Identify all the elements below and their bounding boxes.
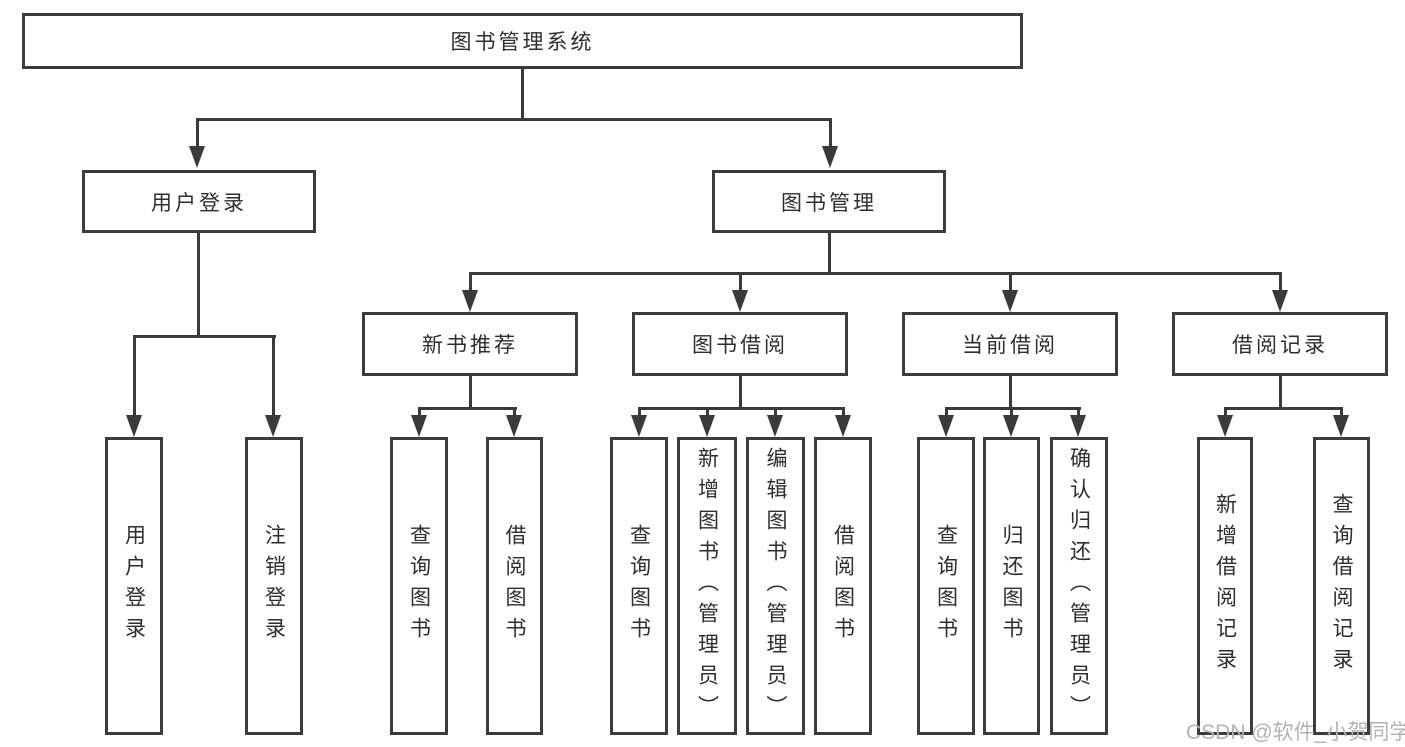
arrowhead-down-icon (767, 415, 783, 437)
arrowhead-down-icon (265, 415, 281, 437)
watermark: CSDN @软件_小贺同学 (1186, 721, 1405, 744)
leaf-records-query-label: 查询借阅记录 (1330, 493, 1353, 679)
arrowhead-down-icon (938, 415, 954, 437)
connector-line (1010, 407, 1013, 419)
connector-line (418, 407, 517, 410)
connector-line (638, 407, 845, 410)
leaf-current-return-label: 归还图书 (1000, 524, 1023, 648)
connector-line (196, 118, 832, 121)
arrowhead-down-icon (189, 146, 205, 168)
connector-line (1279, 272, 1282, 292)
leaf-current-confirm-admin: 确认归还（管理员） (1050, 437, 1108, 735)
connector-line (1009, 272, 1012, 292)
leaf-current-return: 归还图书 (983, 437, 1040, 735)
connector-line (272, 335, 275, 417)
leaf-records-add-label: 新增借阅记录 (1213, 493, 1237, 679)
node-current-borrow-label: 当前借阅 (962, 334, 1058, 357)
leaf-newbooks-query: 查询图书 (390, 437, 448, 735)
connector-line (842, 407, 845, 419)
node-user-login-label: 用户登录 (151, 191, 247, 215)
arrowhead-down-icon (462, 290, 478, 312)
arrowhead-down-icon (1070, 415, 1086, 437)
leaf-current-query-label: 查询图书 (934, 524, 958, 648)
leaf-current-confirm-admin-label: 确认归还（管理员） (1067, 446, 1091, 726)
connector-line (418, 407, 421, 419)
connector-line (1224, 407, 1227, 419)
connector-line (133, 335, 276, 338)
node-new-book-recommend-label: 新书推荐 (422, 334, 518, 357)
connector-line (469, 272, 1282, 275)
arrowhead-down-icon (1333, 415, 1349, 437)
leaf-borrow-book: 借阅图书 (814, 437, 872, 735)
connector-line (469, 272, 472, 292)
connector-line (133, 335, 136, 417)
arrowhead-down-icon (411, 415, 427, 437)
connector-line (521, 68, 524, 121)
node-book-management-label: 图书管理 (781, 191, 877, 215)
node-root-label: 图书管理系统 (450, 31, 595, 54)
leaf-records-add: 新增借阅记录 (1197, 437, 1253, 735)
leaf-newbooks-query-label: 查询图书 (407, 524, 431, 648)
connector-line (828, 233, 831, 275)
leaf-logout-label: 注销登录 (262, 524, 286, 648)
connector-line (706, 407, 709, 419)
node-book-management: 图书管理 (712, 170, 946, 233)
node-current-borrow: 当前借阅 (902, 312, 1118, 376)
node-book-borrow-label: 图书借阅 (692, 334, 788, 357)
connector-line (197, 233, 200, 338)
connector-line (1077, 407, 1080, 419)
leaf-user-login: 用户登录 (105, 437, 163, 735)
leaf-records-query: 查询借阅记录 (1313, 437, 1370, 735)
arrowhead-down-icon (1217, 415, 1233, 437)
leaf-borrow-add-admin: 新增图书（管理员） (677, 437, 737, 735)
leaf-borrow-edit-admin: 编辑图书（管理员） (746, 437, 805, 735)
connector-line (513, 407, 516, 419)
leaf-borrow-query-label: 查询图书 (627, 524, 651, 648)
connector-line (469, 376, 472, 410)
node-borrow-records-label: 借阅记录 (1232, 334, 1328, 357)
arrowhead-down-icon (1003, 415, 1019, 437)
leaf-newbooks-borrow: 借阅图书 (486, 437, 543, 735)
leaf-logout: 注销登录 (245, 437, 303, 735)
node-root: 图书管理系统 (22, 13, 1023, 69)
connector-line (1279, 376, 1282, 410)
connector-line (196, 118, 199, 150)
arrowhead-down-icon (835, 415, 851, 437)
leaf-borrow-book-label: 借阅图书 (831, 524, 855, 648)
connector-line (1224, 407, 1343, 410)
connector-line (638, 407, 641, 419)
node-book-borrow: 图书借阅 (632, 312, 848, 376)
arrowhead-down-icon (631, 415, 647, 437)
arrowhead-down-icon (506, 415, 522, 437)
connector-line (1009, 376, 1012, 410)
leaf-borrow-edit-admin-label: 编辑图书（管理员） (764, 446, 787, 726)
connector-line (739, 376, 742, 410)
arrowhead-down-icon (732, 290, 748, 312)
connector-line (739, 272, 742, 292)
connector-line (1340, 407, 1343, 419)
connector-line (829, 118, 832, 150)
leaf-borrow-query: 查询图书 (610, 437, 668, 735)
leaf-newbooks-borrow-label: 借阅图书 (503, 524, 526, 648)
leaf-user-login-label: 用户登录 (122, 524, 146, 648)
connector-line (774, 407, 777, 419)
connector-line (945, 407, 948, 419)
connector-line (945, 407, 1081, 410)
arrowhead-down-icon (1272, 290, 1288, 312)
arrowhead-down-icon (822, 146, 838, 168)
node-new-book-recommend: 新书推荐 (362, 312, 578, 376)
node-borrow-records: 借阅记录 (1172, 312, 1388, 376)
arrowhead-down-icon (699, 415, 715, 437)
arrowhead-down-icon (126, 415, 142, 437)
leaf-current-query: 查询图书 (917, 437, 975, 735)
arrowhead-down-icon (1002, 290, 1018, 312)
leaf-borrow-add-admin-label: 新增图书（管理员） (695, 446, 719, 726)
node-user-login: 用户登录 (82, 170, 316, 233)
